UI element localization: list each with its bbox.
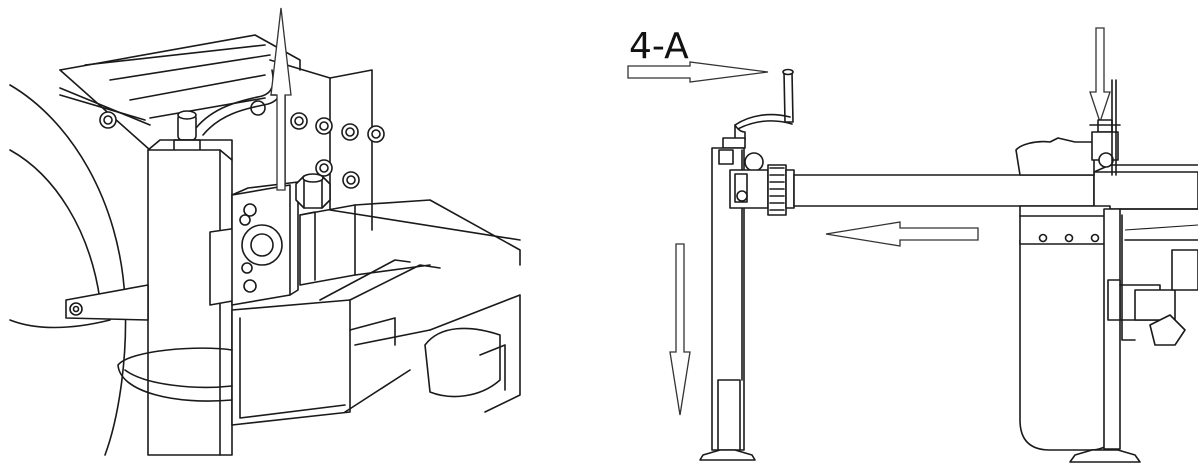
jack-clamp [729, 152, 795, 216]
right-arrow [627, 61, 769, 83]
tongue-tube [793, 164, 1198, 210]
figure-label: 4-A [629, 26, 689, 67]
down-arrow-top [1089, 27, 1111, 125]
jack-foot [699, 449, 756, 461]
box-beam-upper [299, 199, 521, 286]
top-plate [59, 34, 301, 151]
jack-post [147, 139, 233, 456]
right-frame [1119, 208, 1198, 346]
frame-curve [9, 84, 127, 456]
coupler-post [1069, 79, 1161, 463]
mounting-bracket [209, 181, 299, 306]
jack-crank [734, 68, 794, 141]
jack-post-top [173, 110, 201, 153]
left-detail-view [9, 7, 521, 456]
left-arrow [825, 221, 979, 247]
side-bar [65, 284, 149, 321]
hex-nut [295, 173, 331, 209]
down-arrow [669, 243, 691, 416]
bolt-group [290, 112, 385, 189]
wheel-disc [117, 347, 233, 402]
right-detail-view: 4-A [627, 26, 1198, 463]
up-arrow [270, 7, 292, 191]
